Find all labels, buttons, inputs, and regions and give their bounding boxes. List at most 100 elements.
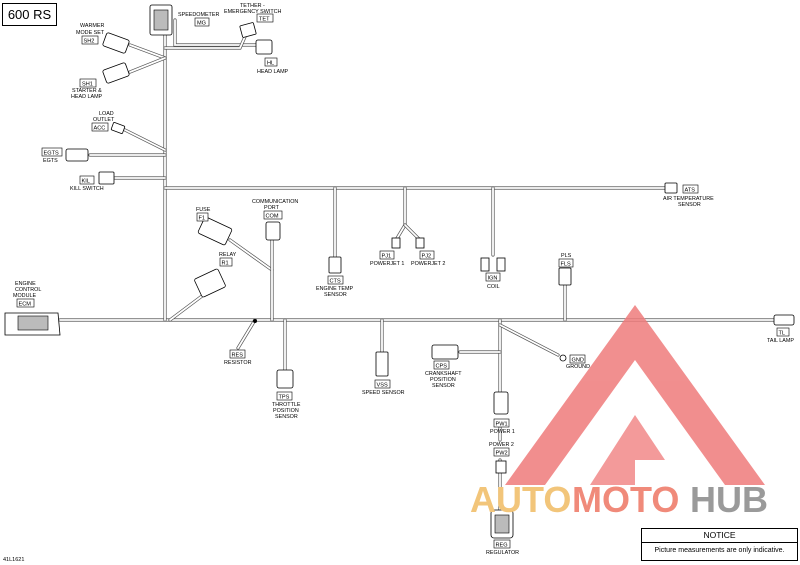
kill-code: KIL xyxy=(82,179,90,185)
pw1-connector xyxy=(493,391,509,415)
com-code: COM xyxy=(266,214,279,220)
com-name-1: COMMUNICATION xyxy=(252,199,298,205)
relay-name: RELAY xyxy=(219,252,237,258)
relay-code: R1 xyxy=(222,261,229,267)
pls-connector xyxy=(558,267,572,286)
pj2-connector xyxy=(415,237,425,249)
pj1-code: PJ1 xyxy=(382,254,392,260)
notice-text: Picture measurements are only indicative… xyxy=(654,547,785,554)
speedometer-name: SPEEDOMETER xyxy=(178,12,219,18)
tether-code: TET xyxy=(259,17,270,23)
cps-connector xyxy=(431,344,459,360)
cts-name-2: SENSOR xyxy=(324,292,347,298)
gnd-code: GND xyxy=(572,358,584,364)
notice-title: NOTICE xyxy=(642,529,797,543)
pj2-name: POWERJET 2 xyxy=(411,261,445,267)
ecm-name-1: ENGINE xyxy=(15,281,36,287)
load-outlet-name-2: OUTLET xyxy=(93,117,115,123)
warmer-connector xyxy=(102,32,130,54)
cts-name-1: ENGINE TEMP xyxy=(316,286,353,292)
pj1-connector xyxy=(391,237,401,249)
cts-code: CTS xyxy=(330,279,341,285)
ecm-name-2: CONTROL xyxy=(15,287,41,293)
tl-name: TAIL LAMP xyxy=(767,338,794,344)
pj2-code: PJ2 xyxy=(422,254,432,260)
tps-code: TPS xyxy=(279,395,290,401)
res-code: RES xyxy=(232,353,244,359)
headlamp-code: HL xyxy=(267,61,274,67)
starter-name-1: STARTER & xyxy=(72,88,102,94)
ats-code: ATS xyxy=(685,188,696,194)
model-label: 600 RS xyxy=(2,3,57,26)
tail-lamp-connector xyxy=(773,314,795,326)
com-connector xyxy=(265,221,281,241)
load-outlet-code: ACC xyxy=(94,126,106,132)
com-name-2: PORT xyxy=(264,205,280,211)
cps-name-1: CRANKSHAFT xyxy=(425,371,462,377)
pls-code: FLS xyxy=(561,262,572,268)
egts-connector xyxy=(65,148,89,162)
pw2-name: POWER 2 xyxy=(489,442,514,448)
egts-code: EGTS xyxy=(44,151,59,157)
headlamp-connector xyxy=(255,39,273,55)
vss-name: SPEED SENSOR xyxy=(362,390,405,396)
pw2-code: PW2 xyxy=(496,451,508,457)
resistor-marker xyxy=(253,319,257,323)
cps-name-2: POSITION xyxy=(430,377,456,383)
document-code: 41L1621 xyxy=(3,557,25,563)
pj1-name: POWERJET 1 xyxy=(370,261,404,267)
ecm-code: ECM xyxy=(19,302,32,308)
headlamp-name: HEAD LAMP xyxy=(257,69,289,75)
labels: SPEEDOMETER MG TETHER - EMERGENCY SWITCH… xyxy=(13,3,794,556)
relay-connector xyxy=(194,268,226,298)
load-outlet-connector xyxy=(110,122,126,134)
gnd-name: GROUND xyxy=(566,364,590,370)
warmer-name-2: MODE SET xyxy=(76,30,105,36)
cts-connector xyxy=(328,256,342,274)
ground-terminal xyxy=(559,354,567,362)
starter-code: SH1 xyxy=(82,82,93,88)
vss-code: VSS xyxy=(377,383,388,389)
pls-name: PLS xyxy=(561,253,572,259)
tps-name-1: THROTTLE xyxy=(272,402,301,408)
kill-name: KILL SWITCH xyxy=(70,186,104,192)
egts-name: EGTS xyxy=(43,158,58,164)
ign-connector-b xyxy=(496,257,506,272)
pw2-connector xyxy=(495,460,507,474)
pw1-name: POWER 1 xyxy=(490,429,515,435)
load-outlet-name-1: LOAD xyxy=(99,111,114,117)
tether-name-1: TETHER - xyxy=(240,3,265,9)
starter-connector xyxy=(102,62,130,84)
ecm-name-3: MODULE xyxy=(13,293,36,299)
ats-name-2: SENSOR xyxy=(678,202,701,208)
ign-code: IGN xyxy=(488,276,498,282)
cps-code: CPS xyxy=(436,364,448,370)
ign-name: COIL xyxy=(487,284,500,290)
tps-name-2: POSITION xyxy=(273,408,299,414)
pw1-code: PW1 xyxy=(496,422,508,428)
tps-name-3: SENSOR xyxy=(275,414,298,420)
res-name: RESISTOR xyxy=(224,360,252,366)
fuse-name: FUSE xyxy=(196,207,211,213)
tps-connector xyxy=(276,369,294,389)
ats-name-1: AIR TEMPERATURE xyxy=(663,196,714,202)
reg-name: REGULATOR xyxy=(486,550,519,556)
tether-connector xyxy=(239,22,257,38)
vss-connector xyxy=(375,351,389,377)
tl-code: TL xyxy=(779,331,786,337)
speedometer-code: MG xyxy=(197,21,206,27)
ign-connector-a xyxy=(480,257,490,272)
fuse-code: F1 xyxy=(199,216,206,222)
tether-name-2: EMERGENCY SWITCH xyxy=(224,9,282,15)
warmer-name-1: WARMER xyxy=(80,23,104,29)
ats-connector xyxy=(664,182,678,194)
kill-connector xyxy=(98,171,115,185)
connectors xyxy=(4,4,795,539)
warmer-code: SH2 xyxy=(84,39,95,45)
starter-name-2: HEAD LAMP xyxy=(71,94,103,100)
cps-name-3: SENSOR xyxy=(432,383,455,389)
reg-code: REG xyxy=(496,543,508,549)
fuse-connector xyxy=(197,216,233,246)
notice-box: NOTICE Picture measurements are only ind… xyxy=(641,528,798,561)
